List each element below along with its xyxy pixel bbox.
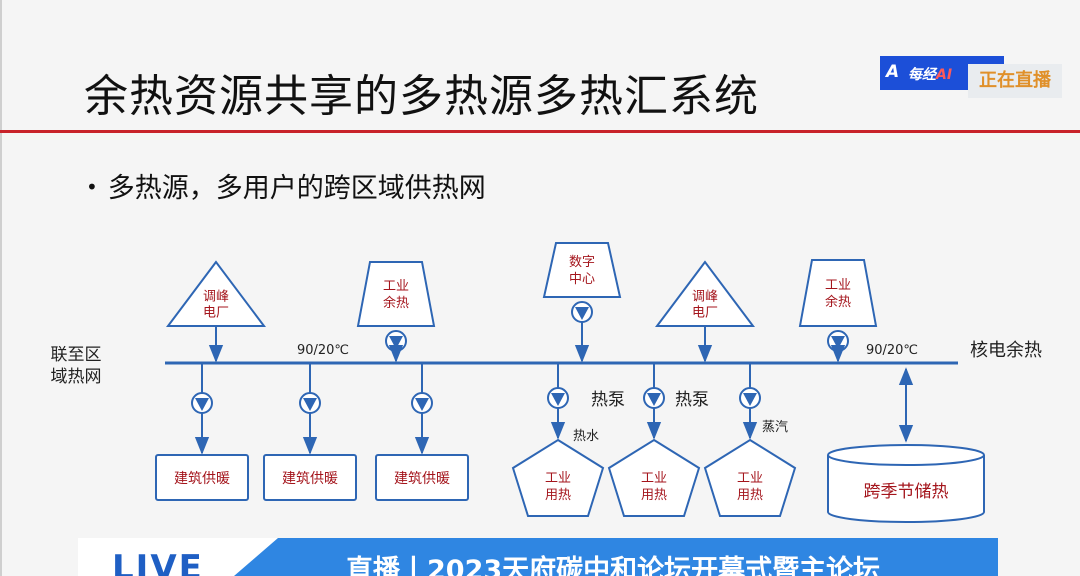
source-4-label-line-1: 余热 <box>825 294 851 310</box>
source-1-label-line-0: 工业 <box>383 279 409 294</box>
consumer-1-pump-icon-triangle <box>303 398 317 411</box>
consumer-4-label-line-0: 工业 <box>641 471 667 486</box>
source-4-pump-icon-triangle <box>831 336 845 349</box>
logo-brand-accent: AI <box>936 67 953 83</box>
pipe-temp-right: 90/20℃ <box>866 343 918 358</box>
pipe-left-label-line-0: 联至区 <box>51 345 102 365</box>
source-2-shape <box>542 242 622 298</box>
source-0-label-line-0: 调峰 <box>203 290 229 305</box>
pump-label-0: 热泵 <box>591 390 625 410</box>
consumer-5-shape <box>703 438 797 517</box>
source-3-label-line-1: 电厂 <box>692 306 718 321</box>
consumer-6-shape <box>827 455 985 523</box>
source-2-label-line-1: 中心 <box>569 272 595 287</box>
consumer-2-pump-icon-triangle <box>415 398 429 411</box>
logo-brand: 每经AI <box>908 64 952 84</box>
consumer-5-label-line-0: 工业 <box>737 471 763 486</box>
consumer-6-label-line-0: 跨季节储热 <box>864 482 949 502</box>
banner-white-section: LIVE <box>78 538 278 576</box>
pipe-right-label: 核电余热 <box>970 340 1042 361</box>
live-banner: LIVE 直播丨2023天府碳中和论坛开幕式暨主论坛 <box>78 538 998 576</box>
logo-ai-icon: A <box>886 62 900 82</box>
consumer-3-pump-icon-triangle <box>551 393 565 406</box>
consumer-4-shape <box>607 438 701 517</box>
medium-label-1: 蒸汽 <box>762 420 788 435</box>
source-0-label-line-1: 电厂 <box>203 306 229 321</box>
consumer-2-shape <box>375 454 469 501</box>
consumer-1-shape <box>263 454 357 501</box>
source-2-pump-icon-triangle <box>575 307 589 320</box>
live-status-badge: 正在直播 <box>968 64 1062 98</box>
pump-label-1: 热泵 <box>675 390 709 410</box>
logo-brand-text: 每经 <box>908 67 936 83</box>
medium-label-0: 热水 <box>573 429 599 444</box>
consumer-0-label-line-0: 建筑供暖 <box>174 471 230 487</box>
bullet-line: • 多热源，多用户的跨区域供热网 <box>86 166 486 205</box>
consumer-0-pump-icon-triangle <box>195 398 209 411</box>
broadcaster-logo: A 每经AI 正在直播 <box>880 56 1062 98</box>
source-4-shape <box>798 259 878 327</box>
consumer-0-shape <box>155 454 249 501</box>
consumer-5-label-line-1: 用热 <box>737 488 763 503</box>
bullet-marker: • <box>86 175 98 199</box>
consumer-4-label-line-1: 用热 <box>641 488 667 503</box>
source-4-label-line-0: 工业 <box>825 278 851 293</box>
bullet-text: 多热源，多用户的跨区域供热网 <box>107 173 486 204</box>
consumer-2-label-line-0: 建筑供暖 <box>394 471 450 487</box>
consumer-3-label-line-1: 用热 <box>545 488 571 503</box>
source-1-shape <box>356 261 436 327</box>
source-3-label-line-0: 调峰 <box>692 290 718 305</box>
consumer-1-label-line-0: 建筑供暖 <box>282 471 338 487</box>
consumer-4-pump-icon-triangle <box>647 393 661 406</box>
consumer-3-shape <box>511 438 605 517</box>
slide-title: 余热资源共享的多热源多热汇系统 <box>84 71 759 122</box>
consumer-6-shape-top <box>827 444 985 466</box>
pipe-temp-left: 90/20℃ <box>297 343 349 358</box>
title-divider <box>0 130 1080 133</box>
pipe-left-label-line-1: 域热网 <box>51 367 102 387</box>
source-2-label-line-0: 数字 <box>569 255 595 270</box>
slide-left-edge <box>0 0 2 576</box>
consumer-5-pump-icon-triangle <box>743 393 757 406</box>
source-1-pump-icon-triangle <box>389 336 403 349</box>
banner-live-label: LIVE <box>112 548 204 576</box>
banner-title: 直播丨2023天府碳中和论坛开幕式暨主论坛 <box>346 555 881 576</box>
consumer-3-label-line-0: 工业 <box>545 471 571 486</box>
source-1-label-line-1: 余热 <box>383 295 409 311</box>
